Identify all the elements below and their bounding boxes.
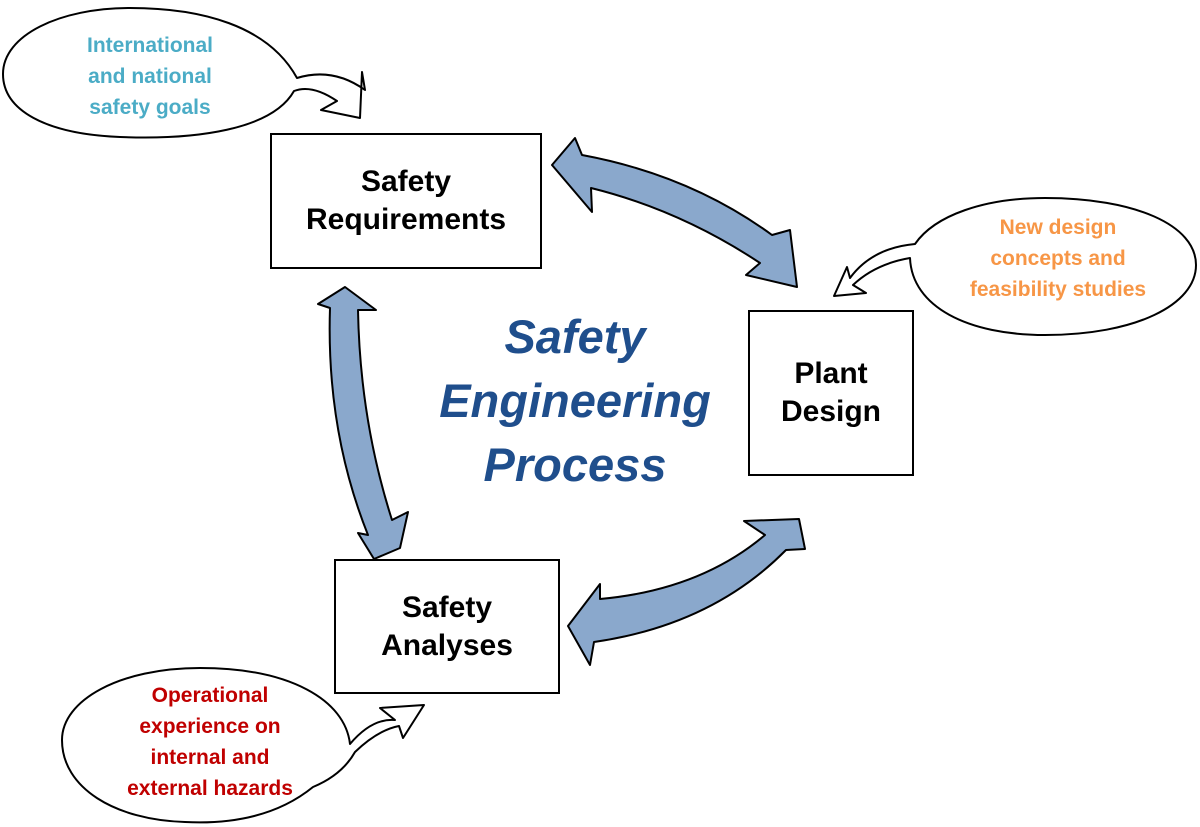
analyses-requirements-arrow <box>317 286 409 560</box>
goals-line-2: and national <box>88 65 212 88</box>
design-callout-bubble <box>833 197 1197 336</box>
center-title-line-1: Safety <box>504 310 646 363</box>
plant-design-line-2: Design <box>780 395 882 428</box>
requirements-design-arrow <box>551 137 798 288</box>
hazards-line-4: external hazards <box>127 777 293 800</box>
design-line-3: feasibility studies <box>969 278 1147 301</box>
goals-callout-bubble <box>2 7 366 139</box>
goals-line-1: International <box>86 34 213 57</box>
center-title: Safety Engineering Process <box>390 305 760 497</box>
plant-design-box: Plant Design <box>748 310 914 476</box>
hazards-callout-text: Operational experience on internal and e… <box>100 680 320 804</box>
safety-analyses-line-1: Safety <box>401 590 493 624</box>
safety-requirements-box: Safety Requirements <box>270 133 542 269</box>
center-title-line-2: Engineering <box>439 374 711 427</box>
hazards-line-2: experience on <box>139 715 281 738</box>
safety-requirements-line-2: Requirements <box>305 203 507 236</box>
design-analyses-arrow <box>567 518 806 666</box>
design-line-2: concepts and <box>990 247 1126 270</box>
safety-requirements-line-1: Safety <box>360 165 452 198</box>
goals-line-3: safety goals <box>89 96 211 119</box>
safety-analyses-line-2: Analyses <box>381 628 513 662</box>
goals-callout-text: International and national safety goals <box>40 30 260 123</box>
hazards-line-3: internal and <box>150 746 270 769</box>
plant-design-line-1: Plant <box>794 357 868 390</box>
hazards-line-1: Operational <box>151 684 269 707</box>
hazards-callout-bubble <box>61 667 425 824</box>
design-callout-text: New design concepts and feasibility stud… <box>938 212 1178 305</box>
design-line-1: New design <box>999 216 1117 239</box>
safety-analyses-box: Safety Analyses <box>334 559 560 694</box>
center-title-line-3: Process <box>483 438 667 491</box>
